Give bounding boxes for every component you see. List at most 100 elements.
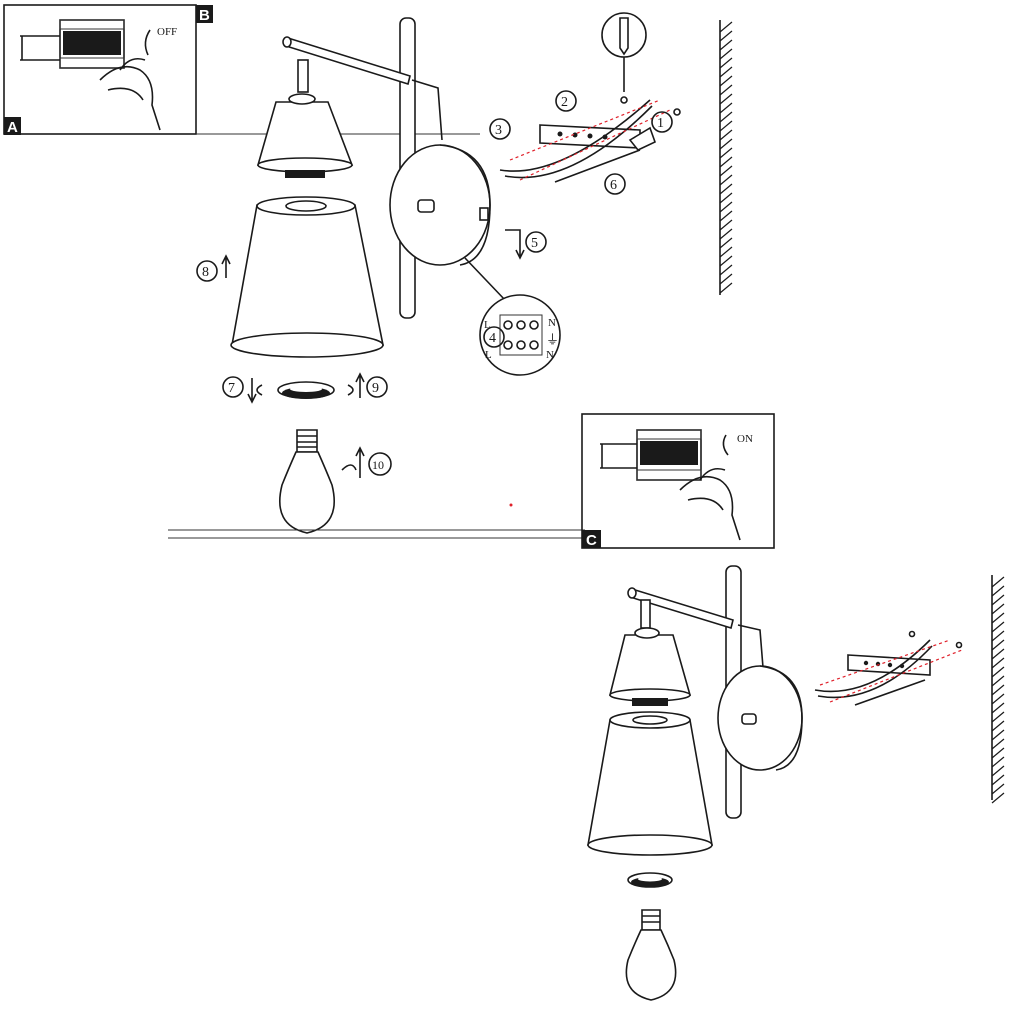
wall-hatch-line bbox=[991, 774, 1005, 786]
wall-hatch-line bbox=[991, 765, 1005, 777]
wall-hatch-line bbox=[719, 66, 733, 78]
top-shade bbox=[256, 101, 354, 166]
wall-hatch-line bbox=[719, 102, 733, 114]
wall-hatch-line bbox=[719, 147, 733, 159]
wall-hatch-line bbox=[991, 657, 1005, 669]
wall-hatch-line bbox=[719, 39, 733, 51]
wall-hatch-line bbox=[719, 129, 733, 141]
hand-icon bbox=[99, 57, 161, 131]
step-1: 1 bbox=[651, 111, 673, 133]
wall-hatch-line bbox=[991, 792, 1005, 804]
wall-hatch-line bbox=[991, 720, 1005, 732]
wall-hatch-line bbox=[719, 111, 733, 123]
svg-text:2: 2 bbox=[561, 95, 568, 110]
step-2: 2 bbox=[555, 90, 577, 112]
wall-hatch-line bbox=[719, 84, 733, 96]
wall-hatch-line bbox=[719, 201, 733, 213]
panel-letter-a: A bbox=[7, 119, 18, 136]
wall-hatch-line bbox=[719, 264, 733, 276]
wall-hatch-line bbox=[719, 21, 733, 33]
wall-hatch-line bbox=[991, 639, 1005, 651]
svg-text:8: 8 bbox=[202, 265, 209, 280]
wall-hatch-line bbox=[719, 30, 733, 42]
wall-hatch-line bbox=[991, 756, 1005, 768]
wall-hatch-line bbox=[719, 120, 733, 132]
step-6: 6 bbox=[604, 173, 626, 195]
wall-hatch-line bbox=[991, 666, 1005, 678]
lamp-bottom-assembled bbox=[587, 565, 963, 1001]
panel-c-switch-on: ON C bbox=[581, 413, 775, 549]
wall-hatch-line bbox=[719, 57, 733, 69]
wire-live-top: L bbox=[484, 319, 491, 331]
earth-symbol-icon: ⏚ bbox=[546, 332, 559, 347]
step-5: 5 bbox=[525, 231, 547, 253]
svg-text:5: 5 bbox=[531, 236, 538, 251]
wiring-terminal-callout: L L N N ⏚ bbox=[464, 257, 561, 376]
svg-text:7: 7 bbox=[228, 381, 235, 396]
wall-hatch-line bbox=[991, 612, 1005, 624]
switch-arrow-icon bbox=[144, 29, 151, 56]
svg-text:3: 3 bbox=[495, 123, 502, 138]
wall-hatch-line bbox=[719, 165, 733, 177]
svg-text:6: 6 bbox=[610, 178, 617, 193]
light-bulb-icon bbox=[278, 429, 336, 534]
wall-hatch-line bbox=[991, 585, 1005, 597]
wall-hatch-line bbox=[719, 93, 733, 105]
svg-text:9: 9 bbox=[372, 381, 379, 396]
lamp-top-exploded: L L N N ⏚ bbox=[230, 12, 681, 534]
step-9: 9 bbox=[366, 376, 388, 398]
wall-hatch-line bbox=[991, 603, 1005, 615]
svg-text:10: 10 bbox=[372, 458, 384, 472]
wall-hatch-line bbox=[991, 630, 1005, 642]
wall-hatch-line bbox=[719, 138, 733, 150]
hand-icon bbox=[679, 467, 741, 541]
direction-arrows bbox=[221, 229, 525, 478]
step-3: 3 bbox=[489, 118, 511, 140]
wall-hatch-line bbox=[991, 576, 1005, 588]
switch-state-label: OFF bbox=[157, 26, 177, 38]
panel-letter-c: C bbox=[586, 532, 597, 549]
wire-neutral-bottom: N bbox=[546, 349, 554, 361]
wall-hatch-line bbox=[991, 702, 1005, 714]
screw-callout-icon bbox=[601, 12, 647, 92]
wall-bottom bbox=[991, 575, 1005, 804]
wall-hatch-line bbox=[991, 729, 1005, 741]
wall-hatch-line bbox=[991, 711, 1005, 723]
wall-plate bbox=[389, 144, 491, 266]
switch-arrow-icon bbox=[722, 434, 729, 456]
wall-hatch-line bbox=[719, 210, 733, 222]
wall-hatch-line bbox=[719, 282, 733, 294]
wall-hatch-line bbox=[719, 237, 733, 249]
large-shade bbox=[231, 204, 384, 346]
panel-letter-b: B bbox=[199, 7, 210, 24]
mounting-bracket bbox=[499, 96, 681, 183]
step-8: 8 bbox=[196, 260, 218, 282]
wall-hatch-line bbox=[991, 747, 1005, 759]
wall-hatch-line bbox=[719, 246, 733, 258]
wire-live-bottom: L bbox=[485, 349, 492, 361]
wall-hatch-line bbox=[719, 174, 733, 186]
breaker-block-icon bbox=[600, 429, 702, 481]
wall-hatch-line bbox=[991, 621, 1005, 633]
wall-hatch-line bbox=[991, 738, 1005, 750]
wall-hatch-line bbox=[719, 192, 733, 204]
wall-hatch-line bbox=[991, 594, 1005, 606]
wall-hatch-line bbox=[719, 48, 733, 60]
wall-hatch-line bbox=[719, 228, 733, 240]
wall-hatch-line bbox=[719, 255, 733, 267]
step-7: 7 bbox=[222, 376, 244, 398]
wall-hatch-line bbox=[719, 219, 733, 231]
switch-state-label: ON bbox=[737, 433, 753, 445]
step-4: 4 bbox=[483, 326, 505, 348]
wall-hatch-line bbox=[991, 783, 1005, 795]
wall-hatch-line bbox=[991, 693, 1005, 705]
wall-hatch-line bbox=[991, 684, 1005, 696]
svg-text:4: 4 bbox=[489, 331, 496, 346]
wall-top bbox=[719, 20, 733, 295]
step-10: 10 bbox=[368, 452, 392, 476]
wall-hatch-line bbox=[991, 675, 1005, 687]
svg-text:1: 1 bbox=[657, 116, 664, 131]
wall-hatch-line bbox=[719, 156, 733, 168]
wall-hatch-line bbox=[719, 183, 733, 195]
